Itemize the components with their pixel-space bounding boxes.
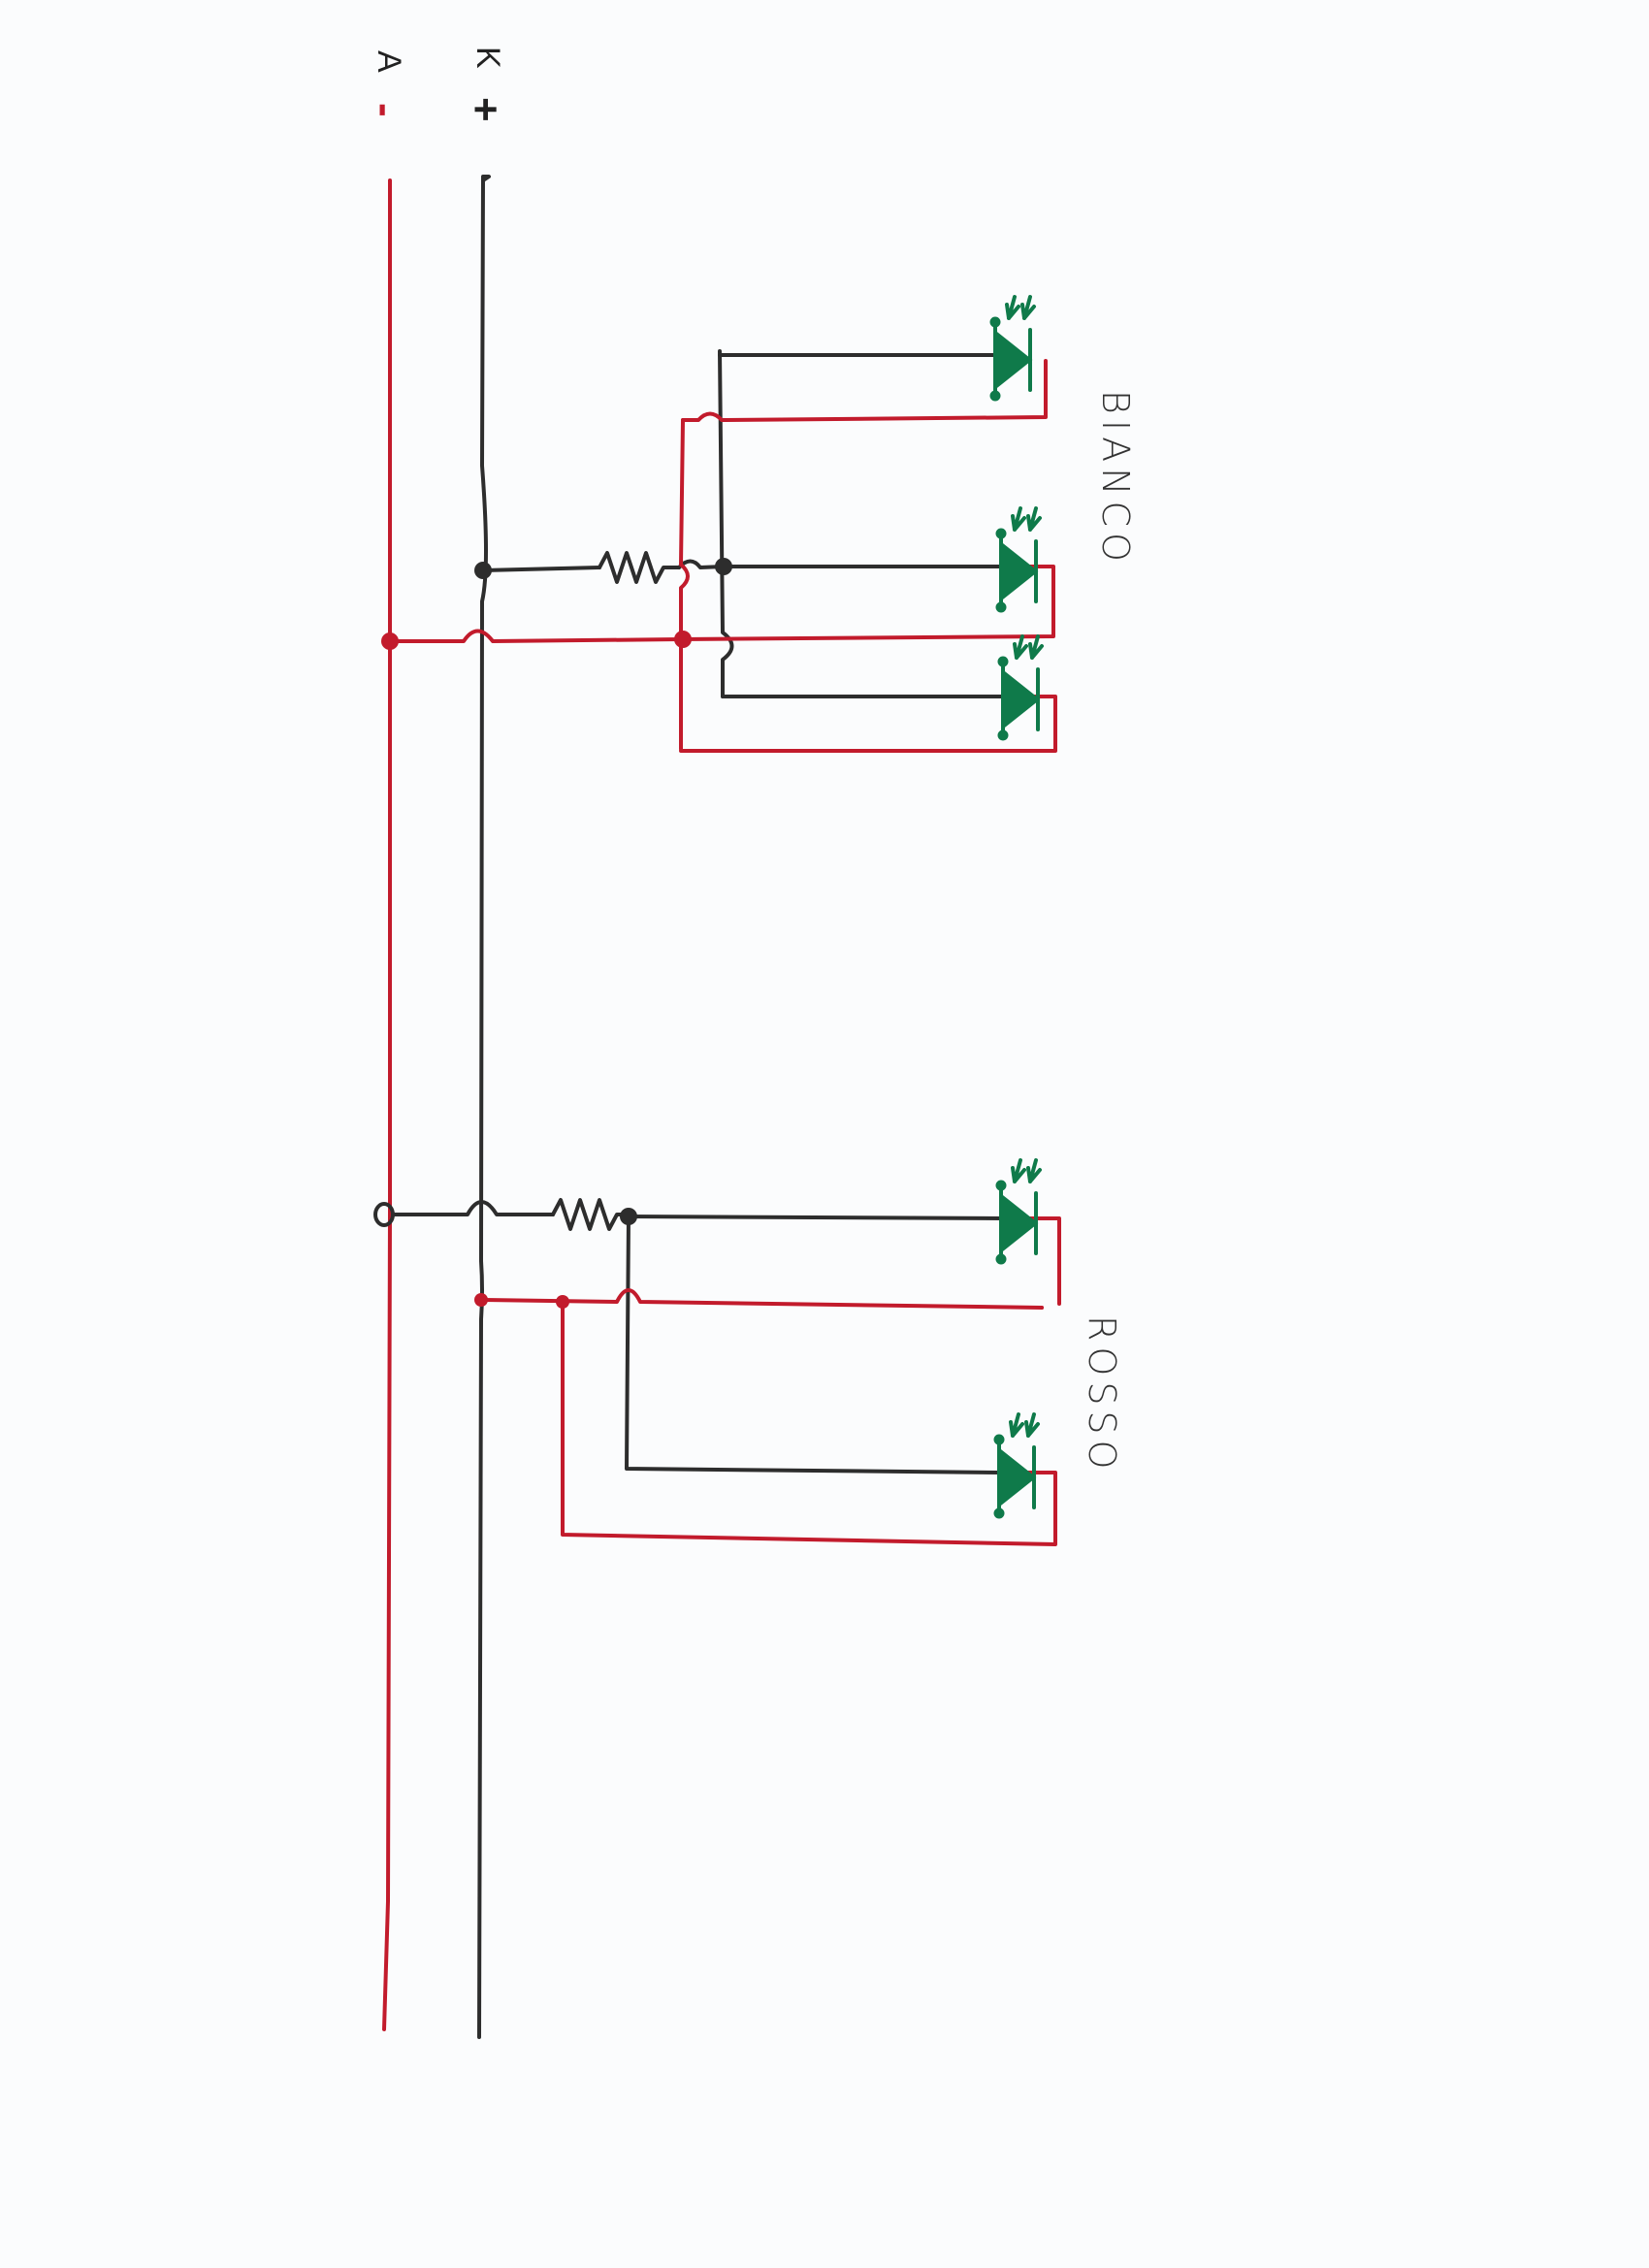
- led-bianco-3: [997, 634, 1044, 741]
- rosso-junction-bus: [620, 1208, 637, 1225]
- rail-positive: [477, 175, 491, 2039]
- led-bianco-2: [995, 506, 1042, 613]
- led-rosso-2: [993, 1412, 1040, 1519]
- rosso-junction-rail: [474, 1293, 488, 1307]
- bianco-junction-red-bus: [674, 631, 692, 648]
- rail-negative: [382, 178, 392, 2031]
- rosso-resistor: [551, 1198, 630, 1231]
- rosso-junction-red: [556, 1295, 569, 1309]
- bianco-junction-positive: [474, 562, 492, 579]
- led-rosso-1: [995, 1158, 1042, 1265]
- bianco-junction-bus: [715, 558, 732, 575]
- bianco-resistor: [598, 551, 681, 584]
- led-bianco-1: [989, 295, 1036, 402]
- bianco-junction-negative: [381, 632, 399, 650]
- rosso-circuit: [373, 1198, 1061, 1546]
